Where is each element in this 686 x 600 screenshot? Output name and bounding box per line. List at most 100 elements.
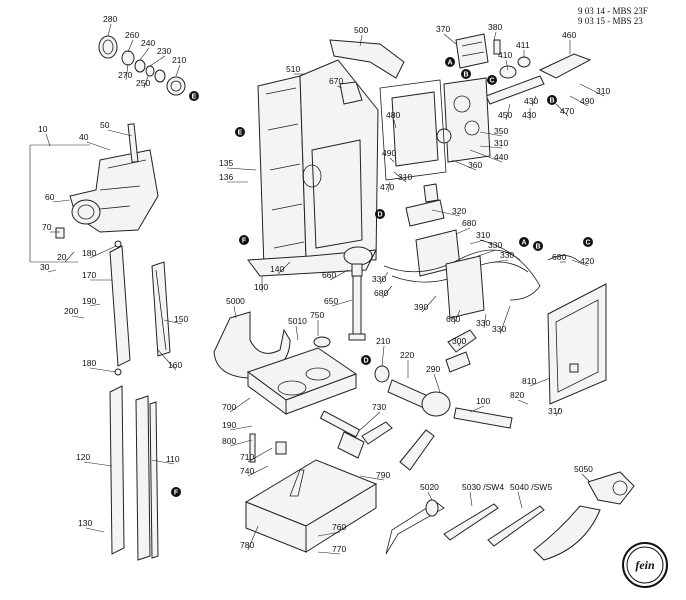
leader-p670 bbox=[336, 85, 343, 89]
leader-lines bbox=[45, 23, 605, 555]
leader-p320 bbox=[431, 209, 461, 217]
part-label-p680b: 680 bbox=[374, 288, 388, 298]
leader-p150 bbox=[163, 319, 183, 325]
part-label-p240: 240 bbox=[141, 38, 155, 48]
leader-p450 bbox=[505, 103, 511, 121]
leader-p180b bbox=[89, 367, 117, 373]
reference-marker-mC1: C bbox=[487, 75, 497, 85]
part-label-p310b: 310 bbox=[494, 138, 508, 148]
leader-p50 bbox=[107, 129, 133, 137]
leader-p370 bbox=[443, 33, 457, 45]
part-label-p136: 136 bbox=[219, 172, 233, 182]
part-label-p135: 135 bbox=[219, 158, 233, 168]
leader-p330b bbox=[493, 259, 509, 263]
part-label-p330d: 330 bbox=[476, 318, 490, 328]
part-label-p430a: 430 bbox=[524, 96, 538, 106]
part-label-p330b: 330 bbox=[500, 250, 514, 260]
leader-p5050 bbox=[581, 473, 591, 483]
main-frame bbox=[247, 39, 405, 277]
leader-p200 bbox=[71, 315, 85, 319]
cover-plate bbox=[547, 283, 607, 405]
fein-logo: fein bbox=[622, 542, 668, 588]
svg-text:fein: fein bbox=[635, 558, 655, 572]
leader-p250 bbox=[143, 75, 149, 89]
part-label-p110: 110 bbox=[166, 454, 180, 464]
leader-p310b bbox=[479, 145, 503, 149]
leader-p780 bbox=[247, 525, 259, 551]
part-label-p230: 230 bbox=[157, 46, 171, 56]
leader-p280 bbox=[107, 23, 112, 37]
leader-p680a bbox=[455, 227, 471, 235]
leader-p230 bbox=[149, 55, 166, 67]
leader-p5030 bbox=[469, 491, 473, 507]
part-label-p310c: 310 bbox=[398, 172, 412, 182]
leader-p440 bbox=[469, 149, 503, 163]
reference-marker-mD1: D bbox=[375, 209, 385, 219]
part-label-p310a: 310 bbox=[596, 86, 610, 96]
part-label-p5000: 5000 bbox=[226, 296, 245, 306]
leader-p100b bbox=[469, 405, 485, 413]
lead-screw bbox=[343, 246, 373, 341]
part-label-p390: 390 bbox=[414, 302, 428, 312]
part-label-p5010: 5010 bbox=[288, 316, 307, 326]
part-label-p411: 411 bbox=[516, 40, 530, 50]
tool-kit bbox=[385, 471, 635, 561]
leader-p470a bbox=[555, 103, 569, 117]
part-label-p430b: 430 bbox=[522, 110, 536, 120]
part-label-p440: 440 bbox=[494, 152, 508, 162]
leader-p350 bbox=[479, 131, 503, 137]
part-label-p270: 270 bbox=[118, 70, 132, 80]
part-label-p130: 130 bbox=[78, 518, 92, 528]
part-label-p140: 140 bbox=[270, 264, 284, 274]
leader-p710 bbox=[247, 447, 273, 463]
leader-p660 bbox=[329, 269, 349, 281]
leader-p130 bbox=[85, 527, 105, 533]
part-label-p710: 710 bbox=[240, 452, 254, 462]
reference-marker-mF1: F bbox=[239, 235, 249, 245]
svg-text:D: D bbox=[377, 212, 382, 219]
part-label-p510: 510 bbox=[286, 64, 300, 74]
part-label-p200: 200 bbox=[64, 306, 78, 316]
leader-p420 bbox=[571, 259, 589, 267]
part-label-p290: 290 bbox=[426, 364, 440, 374]
leader-p680c bbox=[453, 309, 461, 325]
leader-p310e bbox=[555, 407, 561, 417]
leader-p180a bbox=[89, 245, 117, 259]
svg-text:E: E bbox=[192, 94, 197, 101]
leader-p160 bbox=[157, 349, 177, 371]
part-label-p820: 820 bbox=[510, 390, 524, 400]
svg-text:E: E bbox=[238, 130, 243, 137]
part-label-p330e: 330 bbox=[492, 324, 506, 334]
part-label-p40: 40 bbox=[79, 132, 89, 142]
svg-text:A: A bbox=[447, 60, 452, 67]
leader-p310d bbox=[469, 239, 485, 245]
leader-p300 bbox=[457, 343, 461, 347]
leader-p680b bbox=[381, 285, 393, 299]
column-rails bbox=[109, 240, 171, 376]
part-label-p490b: 490 bbox=[382, 148, 396, 158]
part-label-p180b: 180 bbox=[82, 358, 96, 368]
part-label-p60: 60 bbox=[45, 192, 55, 202]
leader-p110 bbox=[151, 459, 175, 465]
part-label-p160: 160 bbox=[168, 360, 182, 370]
leader-p390 bbox=[421, 295, 437, 313]
leader-p470b bbox=[387, 181, 391, 193]
reference-marker-mB3: B bbox=[533, 241, 543, 251]
part-label-p410: 410 bbox=[498, 50, 512, 60]
part-label-p800: 800 bbox=[222, 436, 236, 446]
part-label-p30: 30 bbox=[40, 262, 50, 272]
svg-text:C: C bbox=[585, 240, 590, 247]
part-label-p680d: 680 bbox=[552, 252, 566, 262]
leader-p650 bbox=[331, 299, 353, 307]
svg-text:A: A bbox=[521, 240, 526, 247]
leader-p740 bbox=[247, 465, 269, 477]
part-label-p380: 380 bbox=[488, 22, 502, 32]
part-label-p310d: 310 bbox=[476, 230, 490, 240]
leader-p120 bbox=[83, 461, 113, 467]
leader-p260 bbox=[127, 39, 134, 53]
leader-p360 bbox=[451, 159, 477, 171]
leader-p60 bbox=[52, 199, 71, 203]
leader-p20 bbox=[64, 251, 75, 263]
part-label-p220: 220 bbox=[400, 350, 414, 360]
leader-p140 bbox=[277, 261, 291, 275]
